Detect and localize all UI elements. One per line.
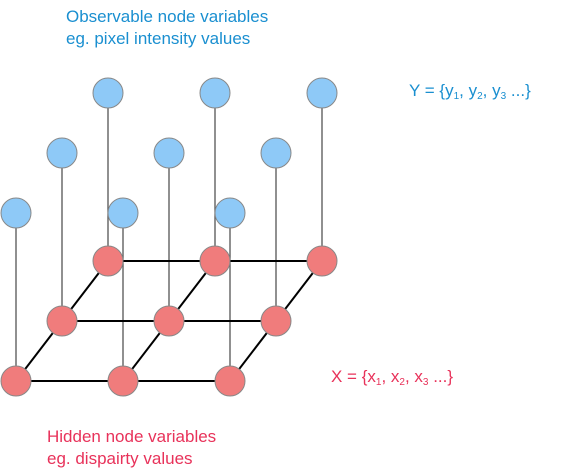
x-set-label: X = {x1, x2, x3 ...}	[331, 366, 453, 388]
x-set-sep1: , x	[381, 367, 400, 386]
observed-node	[0, 197, 32, 229]
hidden-node	[153, 305, 185, 337]
observed-node	[107, 197, 139, 229]
observed-node	[260, 137, 292, 169]
observed-label-line2: eg. pixel intensity values	[66, 29, 251, 48]
observation-stems	[15, 93, 323, 381]
observed-node	[92, 77, 124, 109]
x-set-sub2: 2	[399, 377, 405, 388]
y-set-sub1: 1	[453, 91, 460, 102]
observed-node	[46, 137, 78, 169]
hidden-label-line1: Hidden node variables	[47, 427, 217, 446]
x-set-sub1: 1	[375, 377, 382, 388]
x-set-sep2: , x	[404, 367, 423, 386]
y-set-sep1: , y	[459, 81, 478, 100]
observed-node	[199, 77, 231, 109]
hidden-node	[92, 245, 124, 277]
observed-node	[306, 77, 338, 109]
hidden-node	[214, 365, 246, 397]
hidden-nodes	[0, 245, 338, 397]
y-set-sub3: 3	[500, 91, 507, 102]
observed-node	[214, 197, 246, 229]
y-set-suffix: ...}	[506, 81, 531, 100]
y-set-label: Y = {y1, y2, y3 ...}	[409, 80, 531, 102]
observed-label: Observable node variables eg. pixel inte…	[66, 6, 268, 50]
observed-nodes	[0, 77, 338, 229]
y-set-sub2: 2	[477, 91, 483, 102]
observed-label-line1: Observable node variables	[66, 7, 269, 26]
hidden-node	[0, 365, 32, 397]
hidden-node	[46, 305, 78, 337]
hidden-node	[260, 305, 292, 337]
x-set-suffix: ...}	[428, 367, 454, 386]
x-set-sub3: 3	[422, 377, 429, 388]
hidden-node	[107, 365, 139, 397]
hidden-label-line2: eg. dispairty values	[47, 449, 193, 468]
hidden-node	[199, 245, 231, 277]
y-set-sep2: , y	[482, 81, 501, 100]
hidden-label: Hidden node variables eg. dispairty valu…	[47, 426, 216, 470]
hidden-node	[306, 245, 338, 277]
y-set-prefix: Y = {y	[409, 81, 454, 100]
x-set-prefix: X = {x	[331, 367, 376, 386]
observed-node	[153, 137, 185, 169]
